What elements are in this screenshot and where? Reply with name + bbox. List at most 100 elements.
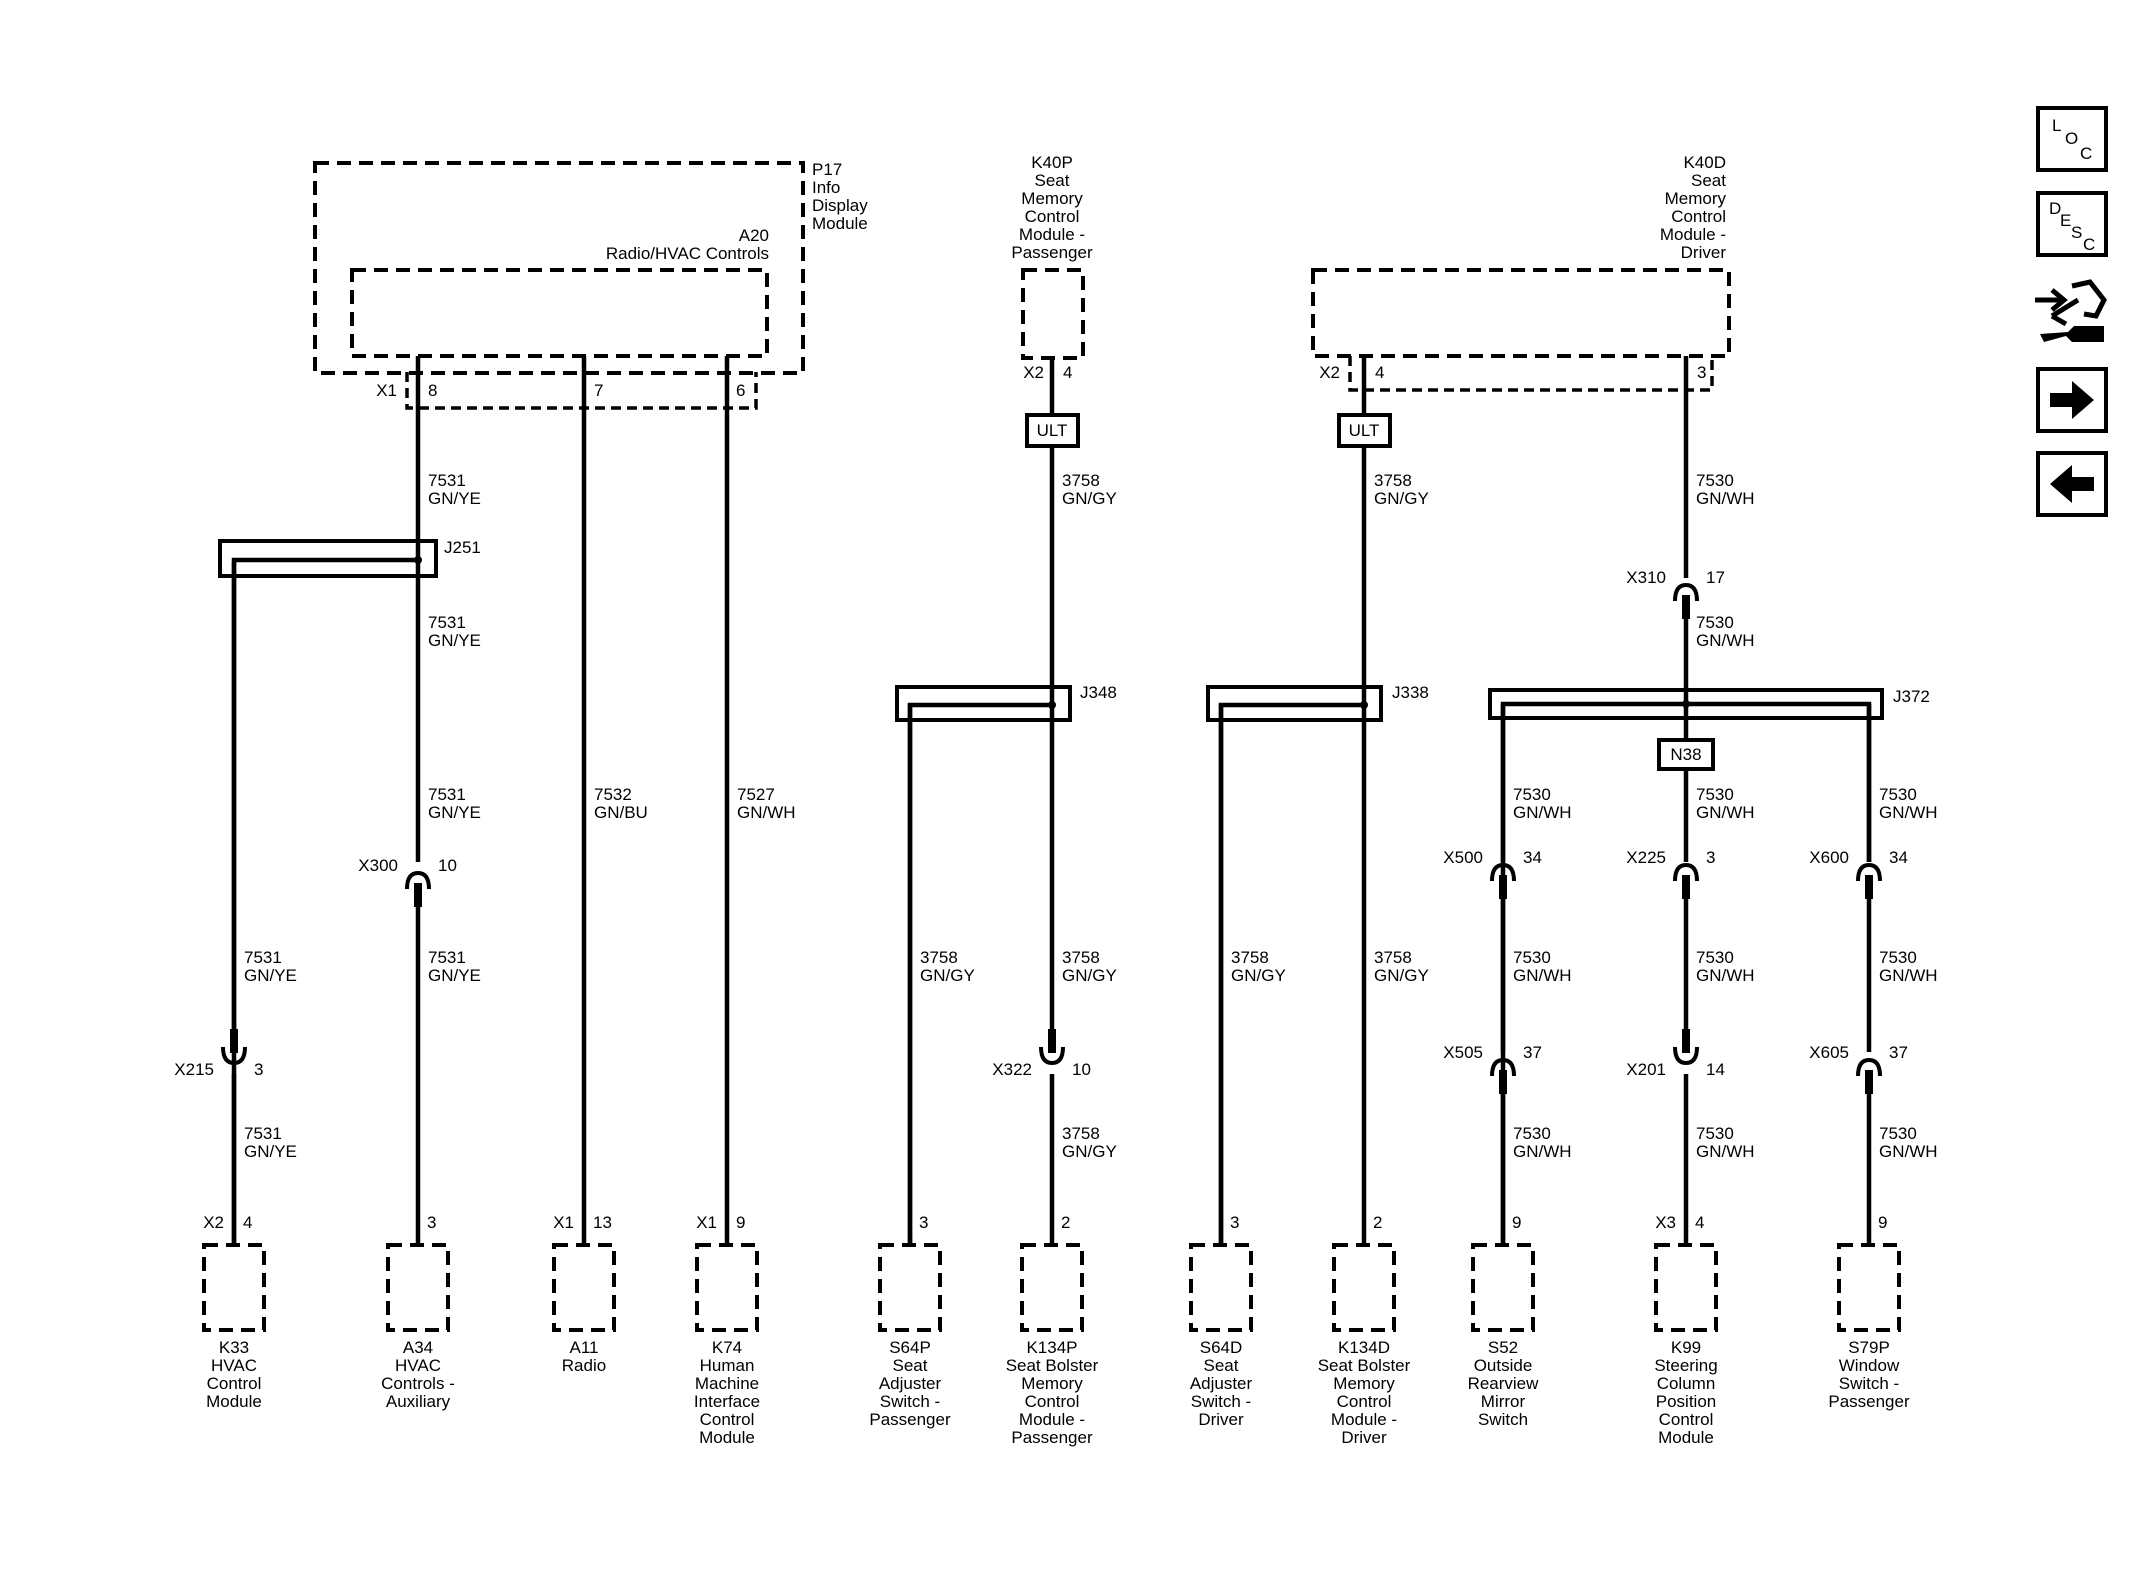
component-label: Radio [562,1356,606,1375]
svg-text:7530: 7530 [1513,785,1551,804]
svg-text:7531: 7531 [244,1124,282,1143]
component-outline [1020,1243,1084,1332]
component-label: HVAC [395,1356,441,1375]
connector-tool-icon[interactable] [2035,279,2107,342]
component-outline [552,1243,616,1332]
component-label: Switch [1478,1410,1528,1429]
svg-text:K40P: K40P [1031,153,1073,172]
connector-id: X500 [1443,848,1483,867]
svg-text:GN/WH: GN/WH [737,803,796,822]
splice-j348: J348 [895,683,1117,1245]
svg-text:J348: J348 [1080,683,1117,702]
component-label: Controls - [381,1374,455,1393]
component-label: Passenger [869,1410,951,1429]
svg-text:Driver: Driver [1681,243,1727,262]
component-label: Control [1659,1410,1714,1429]
component-outline [1837,1243,1901,1332]
svg-text:GN/YE: GN/YE [244,966,297,985]
svg-text:GN/YE: GN/YE [428,631,481,650]
component-label: Module [206,1392,262,1411]
component-label: K33 [219,1338,249,1357]
component-label: Human [700,1356,755,1375]
svg-text:3758: 3758 [1374,471,1412,490]
svg-text:GN/WH: GN/WH [1879,1142,1938,1161]
component-outline [202,1243,266,1332]
svg-text:GN/GY: GN/GY [1374,966,1429,985]
svg-text:Control: Control [1671,207,1726,226]
svg-text:L: L [2052,116,2061,135]
component-label: Seat [893,1356,928,1375]
component-label: Seat [1204,1356,1239,1375]
component-label: Steering [1654,1356,1717,1375]
svg-text:GN/GY: GN/GY [1062,966,1117,985]
component-label: Memory [1333,1374,1395,1393]
svg-text:7530: 7530 [1513,948,1551,967]
pin-mark [414,883,422,907]
component-label: Switch - [1191,1392,1251,1411]
svg-text:7531: 7531 [428,613,466,632]
connector-id: X310 [1626,568,1666,587]
svg-text:O: O [2065,129,2078,148]
inline-ult-passenger: ULT [1025,413,1080,448]
connector-id: X225 [1626,848,1666,867]
fork-symbol [1490,1057,1516,1077]
component-label: S52 [1488,1338,1518,1357]
component-label: Mirror [1481,1392,1526,1411]
svg-text:Seat: Seat [1035,171,1070,190]
svg-text:3: 3 [1697,363,1706,382]
pin-mark [230,1029,238,1053]
arrow-left-icon [2050,465,2094,503]
fork-symbol [405,870,431,890]
component-connector: X1 [553,1213,574,1232]
component-label: A11 [570,1338,599,1357]
component-label: Seat Bolster [1318,1356,1411,1375]
svg-text:Module: Module [812,214,868,233]
fork-symbol [1673,862,1699,882]
module-p17: P17 Info Display Module [313,160,868,375]
component-outline [1654,1243,1718,1332]
connector-pin: 34 [1889,848,1908,867]
svg-text:Module -: Module - [1019,225,1085,244]
svg-text:GN/WH: GN/WH [1696,1142,1755,1161]
svg-text:Memory: Memory [1665,189,1727,208]
connector-id: X605 [1809,1043,1849,1062]
component-label: Module [1658,1428,1714,1447]
component-connector: X2 [203,1213,224,1232]
svg-text:7531: 7531 [428,948,466,967]
connector-pin: 10 [1072,1060,1091,1079]
svg-text:E: E [2060,211,2071,230]
splice-j251: J251 [218,538,481,1245]
component-label: Switch - [880,1392,940,1411]
component-label: Control [207,1374,262,1393]
svg-text:D: D [2049,199,2061,218]
component-pin: 3 [919,1213,928,1232]
svg-text:Passenger: Passenger [1011,243,1093,262]
svg-text:4: 4 [1063,363,1072,382]
pin-mark [1499,1070,1507,1094]
nav-prev-button[interactable] [2036,451,2108,517]
svg-text:3758: 3758 [1062,1124,1100,1143]
component-label: Module - [1019,1410,1085,1429]
svg-text:GN/WH: GN/WH [1696,966,1755,985]
svg-text:GN/WH: GN/WH [1696,489,1755,508]
svg-text:3758: 3758 [920,948,958,967]
component-label: Auxiliary [386,1392,451,1411]
nav-loc-button[interactable]: L O C [2036,106,2108,172]
nav-next-button[interactable] [2036,367,2108,433]
component-outline [1332,1243,1396,1332]
nav-desc-button[interactable]: D E S C [2036,191,2108,257]
fork-symbol [1856,862,1882,882]
svg-text:7530: 7530 [1696,948,1734,967]
component-label: Outside [1474,1356,1533,1375]
svg-text:GN/BU: GN/BU [594,803,648,822]
connector-id: X600 [1809,848,1849,867]
